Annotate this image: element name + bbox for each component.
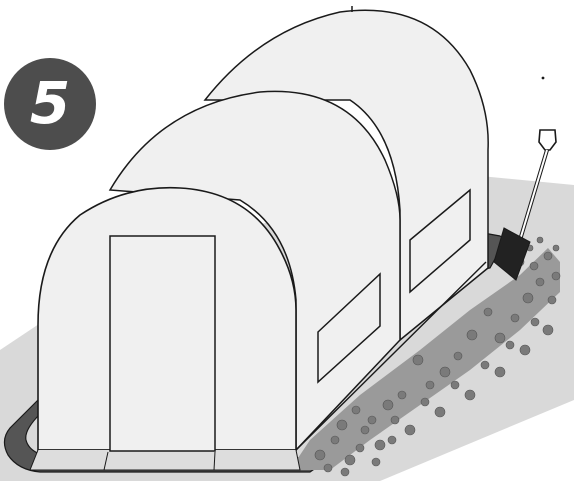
front-footing xyxy=(30,450,300,470)
dot-mark xyxy=(542,77,545,80)
step-number: 5 xyxy=(30,74,70,132)
front-door xyxy=(110,236,215,451)
step-badge: 5 xyxy=(4,58,96,150)
